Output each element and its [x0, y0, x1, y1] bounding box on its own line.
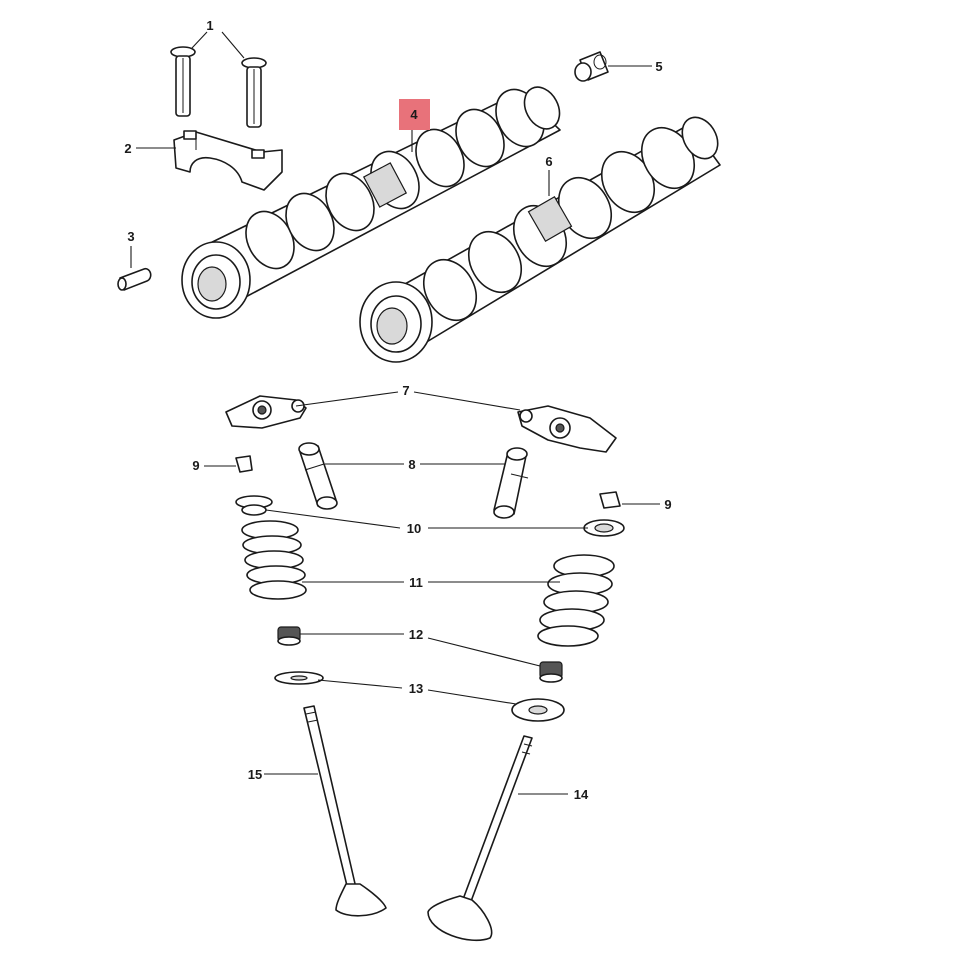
callout-11[interactable]: 11	[409, 575, 423, 590]
callout-14[interactable]: 14	[574, 787, 589, 802]
callout-13[interactable]: 13	[409, 681, 423, 696]
part-11-valve-springs[interactable]	[241, 520, 615, 647]
part-15-valve-left[interactable]	[303, 705, 387, 917]
rocker-arm-right	[517, 405, 617, 453]
callout-8[interactable]: 8	[408, 457, 415, 472]
valve-spring-right	[537, 554, 615, 647]
callout-9-right[interactable]: 9	[664, 497, 671, 512]
callout-6[interactable]: 6	[545, 154, 552, 169]
bolt-right	[241, 57, 267, 128]
part-14-valve-right[interactable]	[427, 735, 533, 942]
part-5-plug[interactable]	[574, 51, 609, 82]
lifter-right	[493, 447, 529, 519]
callout-7[interactable]: 7	[402, 383, 409, 398]
bolt-left	[170, 46, 196, 117]
callout-15[interactable]: 15	[248, 767, 262, 782]
part-10-spring-retainers[interactable]	[235, 495, 625, 537]
callout-4[interactable]: 4	[410, 107, 418, 122]
part-3-bolts[interactable]	[170, 46, 267, 128]
camshaft-left-lobes	[245, 86, 561, 270]
callout-labels: 1 2 3 4 5 6 7 8 9 9 10 11 12 13 14 15	[124, 18, 671, 802]
part-12-valve-seals[interactable]	[277, 626, 563, 683]
callout-2[interactable]: 2	[124, 141, 131, 156]
part-7-rocker-arms[interactable]	[225, 395, 617, 453]
part-4-camshaft-left[interactable]	[181, 81, 566, 319]
part-2-bearing-cap[interactable]	[173, 130, 283, 191]
callout-9-left[interactable]: 9	[192, 458, 199, 473]
rocker-arm-left	[225, 395, 307, 429]
valve-spring-left	[241, 520, 307, 600]
camshaft-left-flange	[181, 241, 251, 319]
callout-5[interactable]: 5	[655, 59, 662, 74]
part-9-keepers[interactable]	[235, 455, 621, 509]
callout-12[interactable]: 12	[409, 627, 423, 642]
callout-10[interactable]: 10	[407, 521, 421, 536]
callout-4-highlight	[399, 99, 430, 130]
lifter-left	[298, 442, 338, 510]
part-13-washers[interactable]	[274, 671, 565, 722]
callout-3[interactable]: 1	[206, 18, 213, 33]
part-6-camshaft-right[interactable]	[359, 111, 725, 363]
callout-1[interactable]: 3	[127, 229, 134, 244]
leader-lines	[130, 31, 660, 795]
part-8-lifters[interactable]	[298, 442, 529, 519]
part-1-dowel-pin[interactable]	[117, 267, 152, 291]
camshaft-right-flange	[359, 281, 433, 363]
